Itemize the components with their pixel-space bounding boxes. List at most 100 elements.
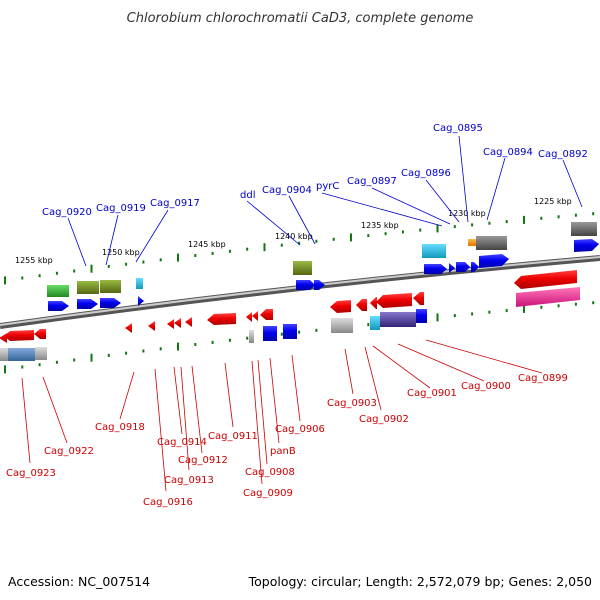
gene-cag-0901[interactable] [376,293,412,308]
label-cag-0918[interactable]: Cag_0918 [95,422,145,433]
gene-cag-0892[interactable] [574,239,599,252]
outer-tick-17 [298,241,301,245]
label-cag-0894[interactable]: Cag_0894 [483,147,533,158]
inner-tick-11 [194,343,197,346]
label-cag-0897[interactable]: Cag_0897 [347,176,397,187]
scale-label-1225: 1225 kbp [534,197,572,206]
label-cag-0917[interactable]: Cag_0917 [150,198,200,209]
outer-tick-2 [38,274,41,278]
outer-tick-1 [21,276,24,280]
label-cag-0892[interactable]: Cag_0892 [538,149,588,160]
label-cag-0903[interactable]: Cag_0903 [327,398,377,409]
label-cag-0920[interactable]: Cag_0920 [42,207,92,218]
gene-cag-0897[interactable] [449,263,455,273]
cog-block-darkgrey-2 [571,222,597,236]
gene-cag-0922[interactable] [34,329,46,339]
label-cag-0904[interactable]: Cag_0904 [262,185,312,196]
label-cag-0902[interactable]: Cag_0902 [359,414,409,425]
label-pyrc[interactable]: pyrC [316,181,339,192]
gene-cag-0903[interactable] [330,300,351,313]
leader-cag-0906 [291,354,301,422]
inner-tick-12 [211,340,214,344]
label-cag-0895[interactable]: Cag_0895 [433,123,483,134]
gene-panb[interactable] [260,309,273,320]
outer-tick-23 [401,230,404,234]
label-cag-0923[interactable]: Cag_0923 [6,468,56,479]
leader-cag-0897 [371,187,451,225]
inner-tick-26 [453,314,456,318]
label-cag-0908[interactable]: Cag_0908 [245,467,295,478]
gene-pyrc[interactable] [424,264,447,274]
label-cag-0899[interactable]: Cag_0899 [518,373,568,384]
gene-cag-0916[interactable] [148,321,155,331]
inner-tick-31 [540,305,543,309]
outer-tick-15 [263,243,266,252]
cog-block-olive-3 [293,261,312,275]
gene-cag-0900[interactable] [413,292,424,305]
outer-tick-20 [350,233,352,242]
label-cag-0911[interactable]: Cag_0911 [208,431,258,442]
inner-tick-10 [177,342,179,351]
leader-cag-0918-r [119,371,135,420]
forward-genes [48,239,599,311]
outer-tick-4 [73,269,76,273]
gene-cag-0894[interactable] [479,254,509,268]
label-cag-0914[interactable]: Cag_0914 [157,437,207,448]
inner-tick-34 [592,301,595,305]
inner-tick-21 [367,323,370,327]
leader-pyrc [321,192,443,227]
gene-cag-0895[interactable] [471,262,479,272]
leader-ddl [246,200,301,246]
inner-tick-28 [488,310,491,314]
gene-cag-0901-a[interactable] [370,297,377,309]
label-panb[interactable]: panB [270,446,296,457]
label-cag-0896[interactable]: Cag_0896 [401,168,451,179]
inner-tick-29 [505,309,508,313]
outer-tick-19 [332,237,335,241]
scale-label-1255: 1255 kbp [15,256,53,265]
label-cag-0913[interactable]: Cag_0913 [164,475,214,486]
leader-cag-0895 [458,135,469,223]
gene-cag-0918[interactable] [125,323,132,333]
gene-cag-0904[interactable] [314,280,325,290]
outer-tick-7 [125,262,128,266]
gene-cag-0909[interactable] [246,312,252,322]
gene-cag-0899[interactable] [514,270,577,289]
label-cag-0916[interactable]: Cag_0916 [143,497,193,508]
inner-tick-9 [159,347,162,351]
gene-cag-0923[interactable] [4,330,34,341]
gene-cag-0918-fwd[interactable] [100,298,121,308]
outer-tick-8 [142,260,145,264]
reverse-genes [0,270,577,343]
gene-cag-0911[interactable] [207,313,236,325]
cog-block-darkgrey-1 [476,236,507,250]
gene-cag-0919[interactable] [77,299,98,309]
label-cag-0922[interactable]: Cag_0922 [44,446,94,457]
label-cag-0912[interactable]: Cag_0912 [178,455,228,466]
outer-tick-9 [159,258,162,262]
label-cag-0906[interactable]: Cag_0906 [275,424,325,435]
label-cag-0909[interactable]: Cag_0909 [243,488,293,499]
gene-cag-0917[interactable] [138,296,144,306]
cog-block-orange [468,239,476,246]
gene-cag-0914[interactable] [167,319,174,329]
cog-block-olive-2 [100,280,121,293]
label-cag-0901[interactable]: Cag_0901 [407,388,457,399]
gene-ddl[interactable] [296,280,315,290]
label-cag-0919[interactable]: Cag_0919 [96,203,146,214]
cog-block-olive-1 [77,281,99,294]
inner-tick-17 [298,330,301,334]
label-cag-0900[interactable]: Cag_0900 [461,381,511,392]
cog-block-purple [380,312,416,327]
cog-block-cyan-small [136,278,143,289]
gene-cag-0912[interactable] [185,317,192,327]
outer-tick-31 [540,216,543,220]
gene-cag-0908[interactable] [252,311,258,321]
label-ddl[interactable]: ddl [240,190,255,201]
inner-tick-13 [228,338,231,342]
gene-cag-0896[interactable] [456,262,470,272]
gene-cag-0902[interactable] [356,299,367,311]
map-title: Chlorobium chlorochromatii CaD3, complet… [127,11,474,26]
gene-cag-0913[interactable] [174,318,181,328]
gene-cag-0920[interactable] [48,301,69,311]
